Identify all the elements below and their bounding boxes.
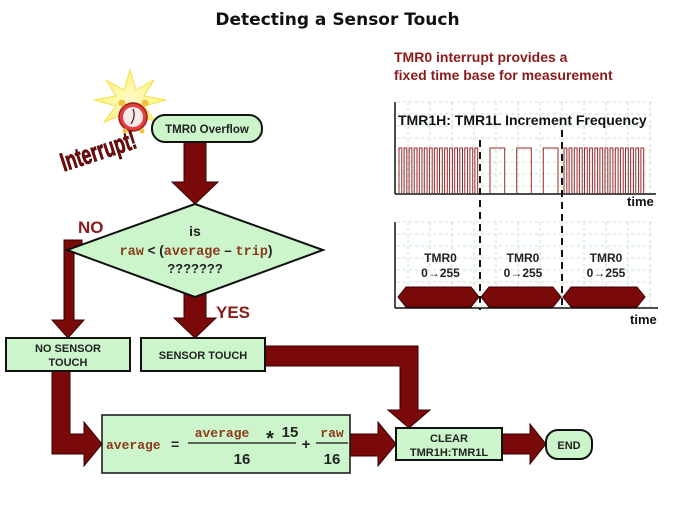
formula-plus: + (302, 436, 311, 453)
formula-lhs: average (106, 438, 161, 453)
formula-den2: 16 (324, 451, 341, 468)
pulse-segment-1 (398, 147, 479, 193)
tmr0-name-3: TMR0 (590, 251, 623, 265)
op-minus: – (224, 243, 232, 258)
pulse-segment-2 (489, 147, 559, 193)
no-touch-line2: TOUCH (49, 357, 88, 369)
flow-arrows (50, 141, 547, 468)
var-trip: trip (236, 245, 268, 260)
formula-equals: = (171, 436, 179, 452)
paren-open: ( (159, 243, 164, 258)
clear-line1: CLEAR (430, 433, 468, 445)
alarm-clock-icon (93, 68, 167, 136)
start-node-tmr0-overflow: TMR0 Overflow (151, 114, 263, 143)
formula-den1: 16 (234, 451, 251, 468)
end-label: END (557, 440, 580, 452)
var-raw: raw (120, 245, 145, 260)
clear-line2: TMR1H:TMR1L (410, 447, 488, 459)
no-sensor-touch-box: NO SENSOR TOUCH (5, 337, 131, 372)
arrow-start-to-decision (170, 141, 220, 205)
sensor-touch-box: SENSOR TOUCH (140, 337, 266, 372)
var-average: average (164, 245, 221, 260)
op-less-than: < (148, 243, 156, 258)
sensor-touch-label: SENSOR TOUCH (159, 350, 247, 362)
average-formula-box: average = average * 15 16 + raw 16 (101, 414, 351, 474)
decision-node: is raw < (average – trip) ??????? (64, 202, 326, 299)
formula-factor: 15 (282, 424, 299, 441)
interrupt-label: Interrupt! (57, 125, 140, 177)
tmr0-range-2: 0→255 (504, 266, 543, 280)
formula-num2: raw (320, 426, 344, 441)
no-touch-line1: NO SENSOR (35, 343, 101, 355)
formula-num1: average (195, 426, 250, 441)
pulse-segment-3 (563, 147, 645, 193)
decision-condition: raw < (average – trip) (120, 243, 273, 260)
decision-line1: is (189, 223, 201, 239)
clear-timer-box: CLEAR TMR1H:TMR1L (395, 427, 503, 461)
arrow-formula-to-clear (349, 420, 397, 468)
tmr0-range-1: 0→255 (421, 266, 460, 280)
start-node-label: TMR0 Overflow (165, 124, 249, 136)
tmr0-period-bar-2 (480, 286, 562, 308)
bottom-time-label: time (630, 312, 657, 327)
tmr0-name-1: TMR0 (424, 251, 457, 265)
top-chart-title: TMR1H: TMR1L Increment Frequency (398, 112, 647, 128)
arrow-clear-to-end (501, 422, 547, 466)
pulse-train (398, 147, 645, 193)
tmr0-period-bar-3 (562, 286, 646, 308)
end-node: END (545, 429, 593, 460)
timing-caption-line2: fixed time base for measurement (394, 67, 613, 83)
yes-label: YES (216, 303, 250, 322)
top-time-label: time (627, 194, 654, 209)
formula-times: * (266, 428, 274, 450)
arrow-touch-to-clear (264, 345, 432, 429)
page-title: Detecting a Sensor Touch (215, 10, 460, 30)
arrow-no-touch-to-formula (51, 369, 103, 468)
timing-caption-line1: TMR0 interrupt provides a (394, 49, 568, 65)
decision-line3: ??????? (167, 261, 223, 276)
paren-close: ) (268, 243, 273, 258)
arrow-yes-branch (172, 289, 218, 339)
tmr0-name-2: TMR0 (507, 251, 540, 265)
no-label: NO (78, 218, 104, 237)
tmr0-range-3: 0→255 (587, 266, 626, 280)
tmr0-period-bar-1 (397, 286, 480, 308)
